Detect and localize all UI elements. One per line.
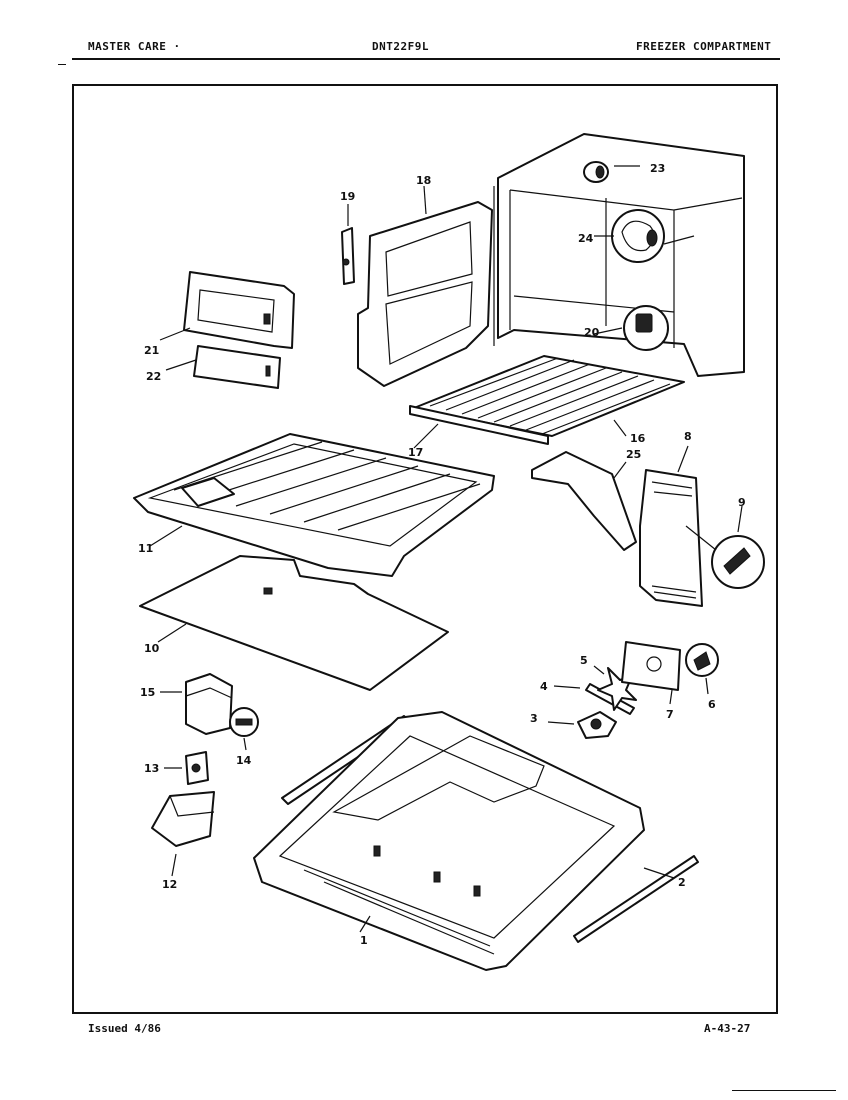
- callout-20: 20: [584, 326, 600, 339]
- door-hinge: [341, 204, 355, 285]
- evaporator-cover: [133, 433, 495, 577]
- issue-date: Issued 4/86: [88, 1022, 161, 1035]
- freezer-door-liner: [357, 185, 493, 387]
- footer-rule: [732, 1090, 836, 1091]
- callout-17: 17: [408, 446, 423, 459]
- bin-clip: [164, 751, 209, 785]
- control-panel: [159, 271, 295, 349]
- model-number: DNT22F9L: [372, 40, 429, 53]
- callout-labels: 1 2 3 4 5 6 7 8 9 10 11 12 13 14 15 16 1…: [138, 162, 746, 947]
- callout-23: 23: [650, 162, 665, 175]
- callout-10: 10: [144, 642, 160, 655]
- callout-24: 24: [578, 232, 594, 245]
- callout-2: 2: [678, 876, 686, 889]
- callout-3: 3: [530, 712, 538, 725]
- callout-25: 25: [626, 448, 641, 461]
- callout-14: 14: [236, 754, 252, 767]
- page-code: A-43-27: [704, 1022, 751, 1035]
- brand-label: MASTER CARE ·: [88, 40, 181, 53]
- exploded-parts-diagram: 1 2 3 4 5 6 7 8 9 10 11 12 13 14 15 16 1…: [133, 133, 765, 971]
- ice-bin: [151, 791, 215, 877]
- callout-19: 19: [340, 190, 355, 203]
- insulation-pad: [139, 555, 449, 691]
- drain-fitting: [685, 505, 765, 589]
- diagram-frame: 1 2 3 4 5 6 7 8 9 10 11 12 13 14 15 16 1…: [72, 84, 778, 1014]
- light-socket: [583, 161, 640, 183]
- callout-16: 16: [630, 432, 646, 445]
- panel-face: [165, 345, 281, 389]
- light-switch: [593, 305, 669, 351]
- light-bulb: [594, 209, 695, 263]
- callout-6: 6: [708, 698, 716, 711]
- motor-bracket: [621, 641, 719, 705]
- air-duct: [531, 451, 637, 551]
- header-rule: [72, 58, 780, 60]
- callout-4: 4: [540, 680, 548, 693]
- callout-1: 1: [360, 934, 368, 947]
- bin-bracket: [160, 673, 233, 735]
- callout-11: 11: [138, 542, 153, 555]
- freezer-door: [253, 711, 645, 971]
- wire-shelf: [409, 355, 685, 449]
- callout-18: 18: [416, 174, 431, 187]
- callout-21: 21: [144, 344, 159, 357]
- bin-label: [229, 707, 259, 751]
- margin-mark: [58, 64, 66, 65]
- callout-22: 22: [146, 370, 161, 383]
- callout-7: 7: [666, 708, 674, 721]
- callout-12: 12: [162, 878, 177, 891]
- callout-5: 5: [580, 654, 588, 667]
- callout-13: 13: [144, 762, 159, 775]
- callout-15: 15: [140, 686, 155, 699]
- callout-8: 8: [684, 430, 692, 443]
- section-title: FREEZER COMPARTMENT: [636, 40, 772, 53]
- callout-9: 9: [738, 496, 746, 509]
- evaporator-diffuser: [639, 445, 703, 607]
